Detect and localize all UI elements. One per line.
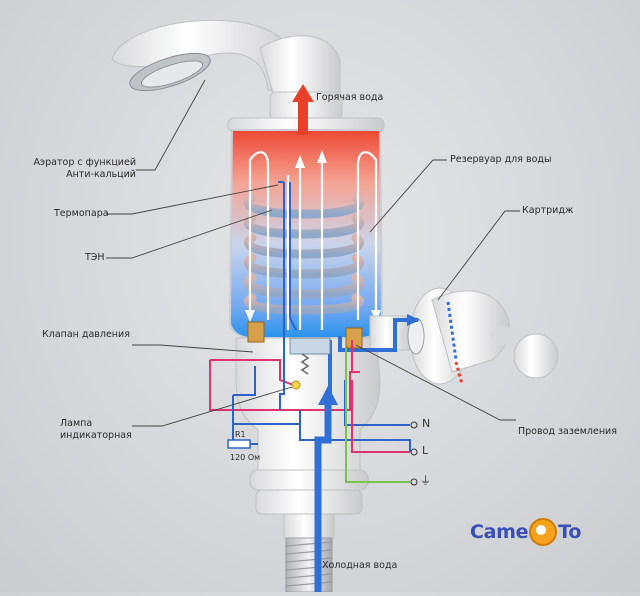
ground-wire-label: Провод заземления: [518, 426, 617, 437]
cold-water-label: Холодная вода: [322, 560, 398, 571]
lamp-label: Лампа индикаторная: [60, 418, 132, 442]
wire-n-label: N: [422, 417, 431, 430]
thermocouple-label: Термопара: [54, 208, 109, 219]
valve-spring: [300, 353, 310, 375]
flow-arrows: [248, 151, 378, 330]
pressure-valve-label: Клапан давления: [42, 329, 130, 340]
wire-earth: [345, 348, 410, 483]
aerator-label-line1: Аэратор с функцией: [33, 157, 136, 168]
aerator-label: Аэратор с функцией Анти-кальций: [30, 157, 136, 181]
cold-water-arrow: [314, 386, 338, 592]
wire-ground-label: ⏚: [420, 474, 431, 487]
resistor-r1: [227, 424, 258, 449]
cartridge-label: Картридж: [522, 205, 574, 216]
aerator-label-line2: Анти-кальций: [66, 169, 136, 180]
heater-label: ТЭН: [85, 252, 105, 263]
inlet-thread: [285, 537, 333, 593]
resistor-name: R1: [235, 430, 246, 439]
reservoir-label: Резервуар для воды: [450, 154, 552, 165]
logo-ring-icon: [529, 518, 558, 546]
hot-water-label: Горячая вода: [316, 92, 384, 103]
logo-text-part1: Came: [470, 521, 529, 543]
faucet-body: [235, 337, 381, 539]
wire-l-label: L: [422, 444, 429, 457]
pressure-valve: [247, 321, 363, 355]
heating-element-coil: [243, 193, 365, 315]
wire-l: [351, 380, 410, 453]
leader-lines: [106, 79, 520, 427]
lamp-label-line1: Лампа: [60, 418, 93, 429]
spout: [111, 19, 343, 121]
resistor-value: 120 Ом: [230, 453, 261, 462]
logo: Came To: [470, 518, 581, 546]
hot-water-arrow: [292, 84, 314, 135]
wire-magenta: [209, 340, 360, 411]
indicator-lamp: [291, 380, 301, 390]
cartridge-handle: [369, 287, 559, 385]
lamp-label-line2: индикаторная: [60, 430, 132, 441]
logo-text-part2: To: [558, 521, 582, 543]
